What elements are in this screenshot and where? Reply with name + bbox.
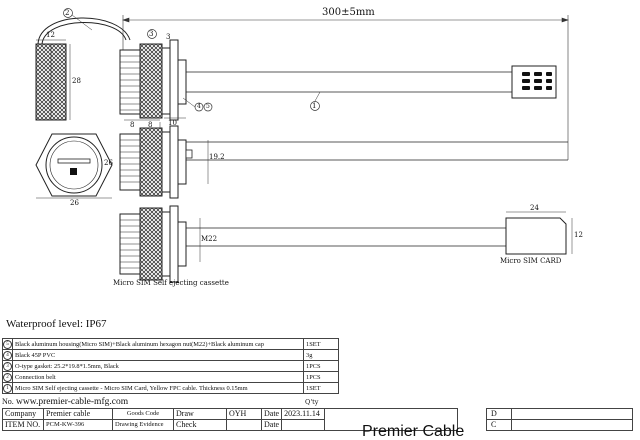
- company-value: Premier cable: [43, 408, 113, 420]
- check-label: Check: [173, 419, 227, 431]
- bom-desc: Black aluminum housing(Micro SIM)+Black …: [12, 338, 304, 350]
- title-block: Company Premier cable Goods Code Draw OY…: [2, 408, 459, 431]
- date-value: 2023.11.14: [281, 408, 326, 420]
- bom-table: 5 Black aluminum housing(Micro SIM)+Blac…: [2, 338, 339, 394]
- balloon-4: 4: [197, 103, 201, 110]
- table-row: 1 Micro SIM Self ejecting cassette - Mic…: [2, 382, 339, 394]
- bom-no: 3: [3, 362, 12, 371]
- website-link[interactable]: www.premier-cable-mfg.com: [16, 397, 129, 407]
- dim-hex-26b: 26: [70, 199, 79, 207]
- bom-no: 4: [3, 351, 12, 360]
- bom-no: 1: [3, 384, 12, 393]
- bom-desc: Micro SIM Self ejecting cassette - Micro…: [12, 382, 304, 394]
- bom-desc: Black 45P PVC: [12, 349, 304, 361]
- qty-label: Q'ty: [305, 398, 319, 406]
- title-block-title: Premier Cable: [362, 423, 465, 440]
- bom-no: 5: [3, 340, 12, 349]
- waterproof-level: Waterproof level: IP67: [6, 318, 107, 330]
- draw-label: Draw: [173, 408, 227, 420]
- draw-value: OYH: [226, 408, 262, 420]
- bom-desc: O-type gasket: 25.2*19.8*1.5mm, Black: [12, 360, 304, 372]
- bom-no: 2: [3, 373, 12, 382]
- table-row: ITEM NO. PCM-KW-396 Drawing Evidence Che…: [2, 419, 459, 431]
- revision-letter: D: [486, 408, 512, 420]
- goods-code-label: Goods Code: [112, 408, 174, 420]
- company-label: Company: [2, 408, 44, 420]
- balloon-3: 3: [149, 30, 154, 38]
- table-row: D: [486, 408, 633, 420]
- dim-19-2: 19.2: [209, 153, 225, 161]
- top-view: [35, 8, 557, 121]
- bom-qty: 1PCS: [303, 360, 339, 372]
- dim-top-3: 3: [166, 33, 171, 41]
- dim-card-24: 24: [530, 204, 539, 212]
- bom-qty: 1PCS: [303, 371, 339, 383]
- dim-cap-height: 28: [72, 77, 81, 85]
- table-row: C: [486, 419, 633, 431]
- bottom-view: [119, 205, 573, 283]
- table-row: 2 Connection belt 1PCS: [2, 371, 339, 383]
- bom-qty: 1SET: [303, 382, 339, 394]
- overall-dimension: [122, 15, 569, 160]
- label-cassette: Micro SIM Self ejecting cassette: [113, 279, 229, 287]
- table-row: Company Premier cable Goods Code Draw OY…: [2, 408, 459, 420]
- revision-table: D C: [486, 408, 633, 431]
- table-row: 3 O-type gasket: 25.2*19.8*1.5mm, Black …: [2, 360, 339, 372]
- item-no-label: ITEM NO.: [2, 419, 44, 431]
- table-row: 4 Black 45P PVC 3g: [2, 349, 339, 361]
- balloon-1: 1: [312, 102, 317, 110]
- bom-qty: 3g: [303, 349, 339, 361]
- middle-view: [35, 122, 568, 199]
- balloon-2: 2: [65, 9, 70, 17]
- dim-hex-26: 26: [104, 159, 113, 167]
- dim-8a: 8: [130, 121, 135, 129]
- date-label: Date: [260, 408, 283, 420]
- bom-qty: 1SET: [303, 338, 339, 350]
- revision-letter: C: [486, 419, 512, 431]
- website-row: No. www.premier-cable-mfg.com: [2, 397, 128, 407]
- dim-cap-width: 12: [46, 31, 55, 39]
- dim-8b: 8: [148, 121, 153, 129]
- website-no-label: No.: [2, 397, 14, 406]
- date-label-2: Date: [260, 419, 283, 431]
- dim-card-12: 12: [574, 231, 583, 239]
- label-sim-card: Micro SIM CARD: [500, 257, 562, 265]
- overall-length-dim: 300±5mm: [322, 7, 375, 18]
- drawing-evidence-label: Drawing Evidence: [112, 419, 174, 431]
- dim-10: 10: [168, 119, 177, 127]
- table-row: 5 Black aluminum housing(Micro SIM)+Blac…: [2, 338, 339, 350]
- dim-m22: M22: [201, 235, 218, 243]
- bom-desc: Connection belt: [12, 371, 304, 383]
- item-no-value: PCM-KW-396: [43, 419, 113, 431]
- balloon-5: 5: [206, 103, 210, 110]
